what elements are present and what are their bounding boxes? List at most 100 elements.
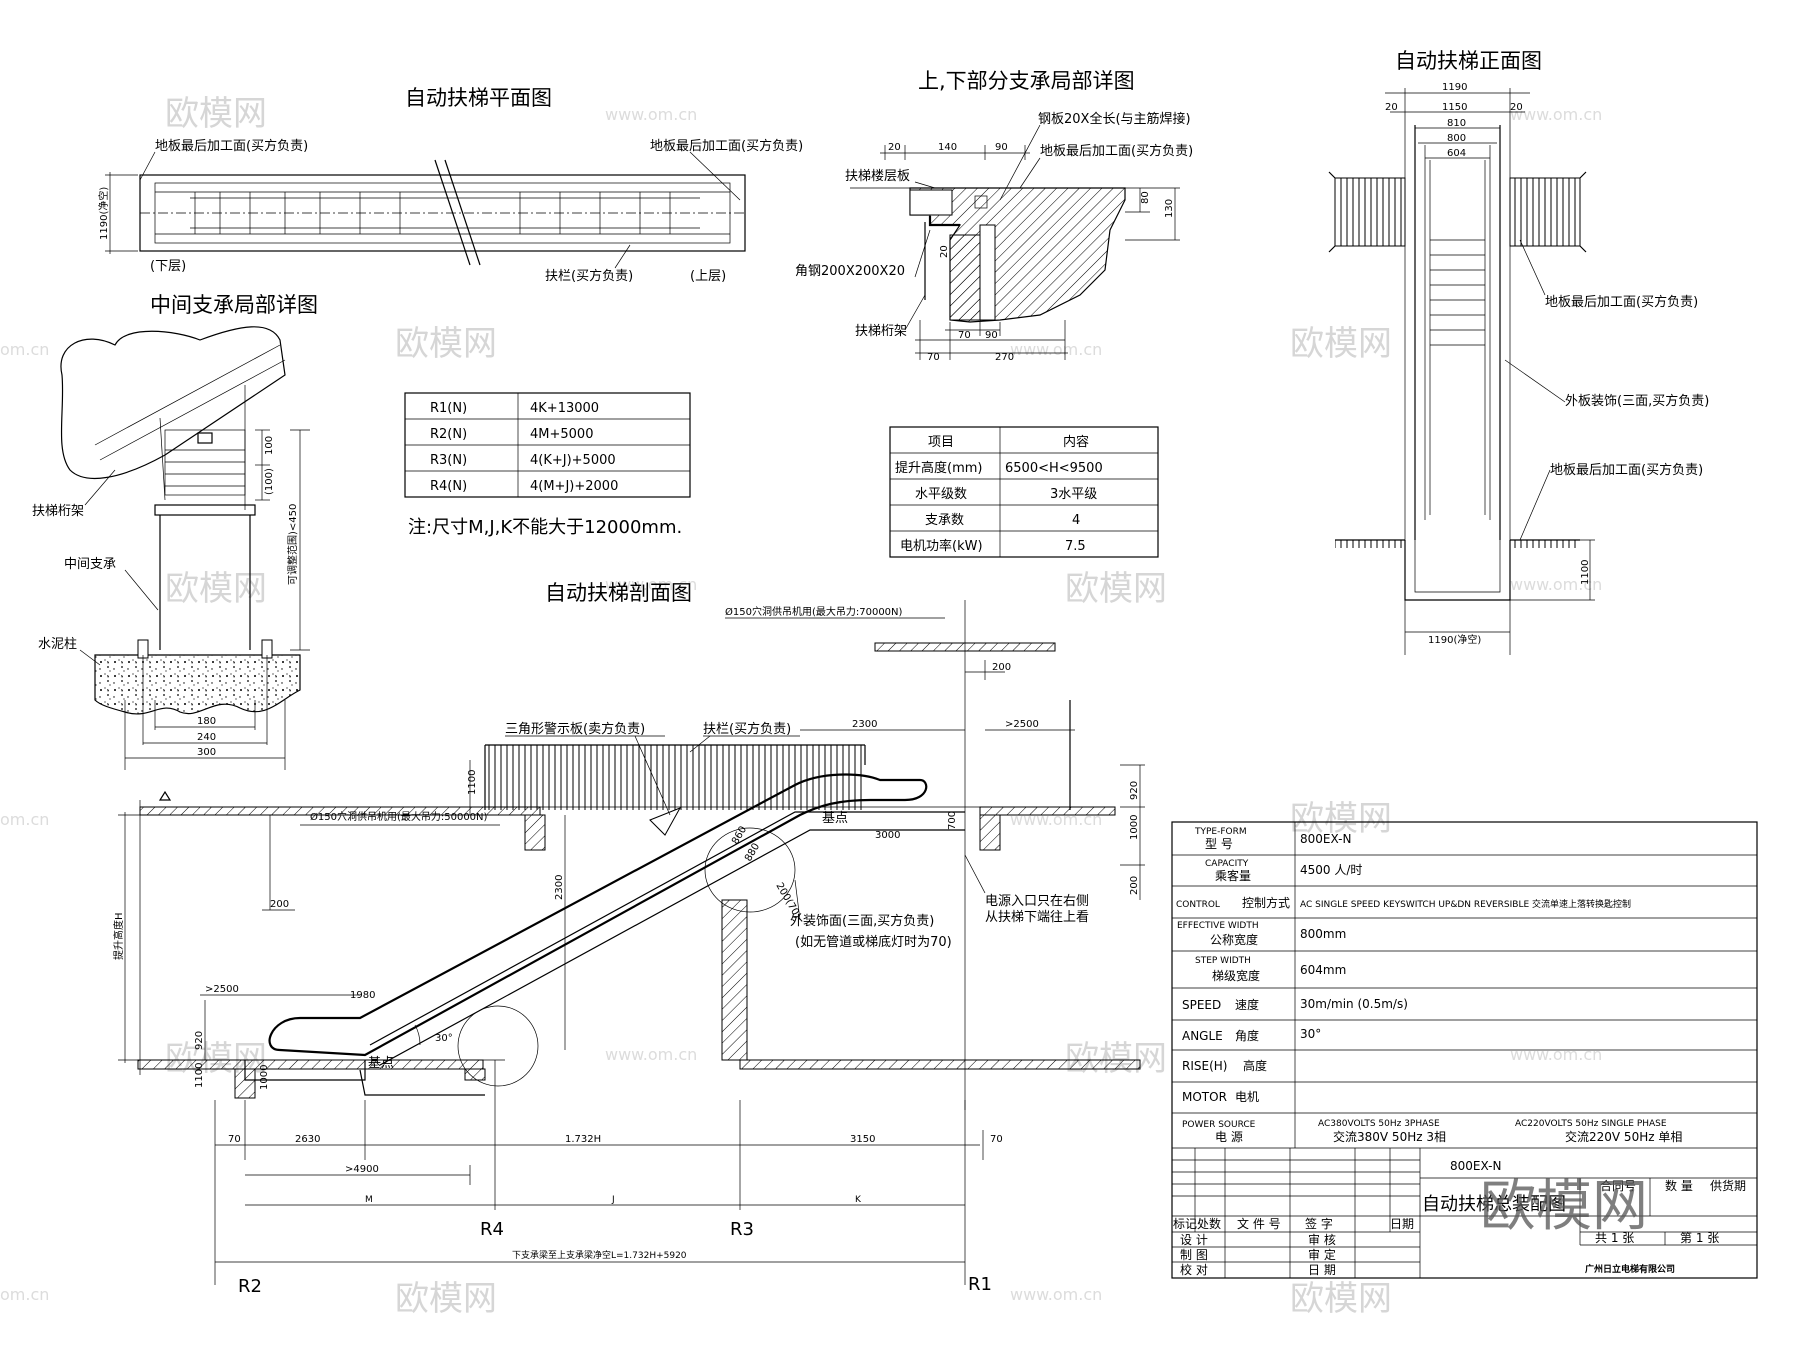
watermark-url: www.om.cn: [1510, 575, 1602, 594]
watermark-url: www.om.cn: [605, 575, 697, 594]
svg-text:(100): (100): [264, 468, 275, 495]
svg-text:300: 300: [197, 747, 216, 758]
watermark: 欧模网: [1290, 1279, 1392, 1319]
svg-text:速度: 速度: [1235, 997, 1259, 1012]
svg-text:30°: 30°: [1300, 1027, 1321, 1041]
watermark: 欧模网: [1290, 324, 1392, 364]
svg-text:70: 70: [228, 1134, 241, 1145]
svg-text:ANGLE: ANGLE: [1182, 1029, 1223, 1043]
svg-text:800: 800: [1447, 133, 1466, 144]
svg-text:提升高度(mm): 提升高度(mm): [895, 460, 982, 476]
svg-text:电机: 电机: [1235, 1090, 1259, 1104]
svg-text:CAPACITY: CAPACITY: [1205, 859, 1249, 869]
watermark-url: om.cn: [0, 1285, 49, 1304]
svg-text:AC220VOLTS 50Hz SINGLE PHASE: AC220VOLTS 50Hz SINGLE PHASE: [1515, 1119, 1667, 1129]
svg-text:MOTOR: MOTOR: [1182, 1090, 1227, 1104]
svg-text:4K+13000: 4K+13000: [530, 401, 599, 416]
svg-text:设 计: 设 计: [1180, 1233, 1208, 1247]
svg-text:920: 920: [1129, 781, 1140, 800]
svg-text:4: 4: [1072, 513, 1080, 528]
svg-text:>2500: >2500: [1005, 719, 1039, 730]
svg-text:810: 810: [1447, 118, 1466, 129]
svg-text:30m/min (0.5m/s): 30m/min (0.5m/s): [1300, 997, 1408, 1011]
watermark-url: www.om.cn: [605, 1045, 697, 1064]
spec-table: 项目 内容 提升高度(mm) 6500<H<9500 水平级数 3水平级 支承数…: [889, 426, 1159, 558]
svg-text:R3(N): R3(N): [430, 453, 467, 468]
svg-text:240: 240: [197, 732, 216, 743]
svg-text:电 源: 电 源: [1215, 1130, 1243, 1144]
svg-text:日 期: 日 期: [1308, 1263, 1336, 1277]
plan-title: 自动扶梯平面图: [405, 86, 552, 110]
warning-label: 三角形警示板(卖方负责): [505, 721, 645, 737]
R3-label: R3: [730, 1219, 754, 1240]
svg-text:内容: 内容: [1063, 434, 1089, 450]
plan-floor-finish-left: 地板最后加工面(买方负责): [155, 138, 308, 154]
R1-label: R1: [968, 1274, 992, 1295]
svg-text:R4(N): R4(N): [430, 479, 467, 494]
svg-text:1000: 1000: [1129, 815, 1140, 840]
column-label: 水泥柱: [38, 637, 77, 652]
svg-text:70: 70: [990, 1134, 1003, 1145]
watermark-url: www.om.cn: [605, 105, 697, 124]
svg-text:支承数: 支承数: [925, 513, 964, 528]
svg-text:100: 100: [264, 436, 275, 455]
svg-text:2630: 2630: [295, 1134, 320, 1145]
hole-bottom-label: Ø150穴洞供吊机用(最大吊力:50000N): [310, 810, 488, 823]
front-floor-finish-2: 地板最后加工面(买方负责): [1550, 462, 1703, 478]
plan-lower-label: (下层): [150, 259, 186, 274]
svg-text:型 号: 型 号: [1205, 837, 1233, 851]
svg-text:3150: 3150: [850, 1134, 875, 1145]
base-point-bottom: 基点: [368, 1056, 394, 1071]
svg-text:梯级宽度: 梯级宽度: [1212, 968, 1260, 983]
svg-text:4(K+J)+5000: 4(K+J)+5000: [530, 453, 616, 468]
watermark-url: www.om.cn: [1510, 1045, 1602, 1064]
base-point-top: 基点: [822, 811, 848, 826]
plan-upper-label: (上层): [690, 269, 726, 284]
svg-text:70: 70: [958, 330, 971, 341]
svg-text:4(M+J)+2000: 4(M+J)+2000: [530, 479, 618, 494]
svg-text:标记: 标记: [1173, 1217, 1197, 1231]
svg-text:>2500: >2500: [205, 984, 239, 995]
svg-text:审 核: 审 核: [1308, 1232, 1336, 1247]
truss-label: 扶梯桁架: [855, 324, 907, 339]
power-inlet-label-2: 从扶梯下端往上看: [985, 909, 1089, 925]
reaction-note: 注:尺寸M,J,K不能大于12000mm.: [408, 517, 682, 538]
support-title: 上,下部分支承局部详图: [918, 69, 1135, 93]
svg-text:POWER SOURCE: POWER SOURCE: [1182, 1120, 1256, 1130]
support-floor-finish: 地板最后加工面(买方负责): [1040, 143, 1193, 159]
svg-text:AC SINGLE SPEED KEYSWITCH UP&D: AC SINGLE SPEED KEYSWITCH UP&DN REVERSIB…: [1300, 898, 1631, 910]
watermark-url: om.cn: [0, 340, 49, 359]
svg-text:>4900: >4900: [345, 1164, 379, 1175]
svg-text:860: 860: [730, 824, 749, 846]
power-inlet-label: 电源入口只在右侧: [985, 894, 1089, 909]
plan-view: 自动扶梯平面图 1190(净空) 地板最后加工面(买方负责) 地板最后加工面(买…: [97, 86, 803, 284]
svg-text:90: 90: [985, 330, 998, 341]
support-detail: 上,下部分支承局部详图 20 140 90 80 130 20 70 90 70…: [795, 69, 1193, 363]
svg-text:控制方式: 控制方式: [1242, 895, 1290, 910]
mid-truss-label: 扶梯桁架: [32, 504, 84, 519]
watermark: 欧模网: [395, 1279, 497, 1319]
svg-text:EFFECTIVE WIDTH: EFFECTIVE WIDTH: [1177, 921, 1259, 931]
svg-text:700: 700: [947, 811, 958, 830]
svg-text:604mm: 604mm: [1300, 963, 1346, 977]
svg-text:3000: 3000: [875, 830, 900, 841]
svg-text:20: 20: [888, 142, 901, 153]
svg-text:R1(N): R1(N): [430, 401, 467, 416]
svg-text:1100: 1100: [194, 1063, 205, 1088]
R2-label: R2: [238, 1276, 262, 1297]
front-outer-deco: 外板装饰(三面,买方负责): [1565, 393, 1709, 409]
title-block: TYPE-FORM 型 号 800EX-N CAPACITY 乘客量 4500 …: [1171, 821, 1758, 1279]
svg-text:M: M: [365, 1195, 373, 1205]
rise-label: 提升高度H: [112, 912, 125, 960]
svg-text:2300: 2300: [852, 719, 877, 730]
svg-text:920: 920: [194, 1031, 205, 1050]
svg-text:校 对: 校 对: [1180, 1262, 1208, 1277]
svg-text:STEP WIDTH: STEP WIDTH: [1195, 956, 1251, 966]
svg-text:200: 200: [1129, 876, 1140, 895]
svg-text:签 字: 签 字: [1305, 1216, 1333, 1231]
watermark: 欧模网: [1290, 799, 1392, 839]
svg-text:1000: 1000: [259, 1065, 270, 1090]
svg-text:AC380VOLTS 50Hz 3PHASE: AC380VOLTS 50Hz 3PHASE: [1318, 1119, 1440, 1129]
svg-text:1190(净空): 1190(净空): [1428, 633, 1481, 646]
